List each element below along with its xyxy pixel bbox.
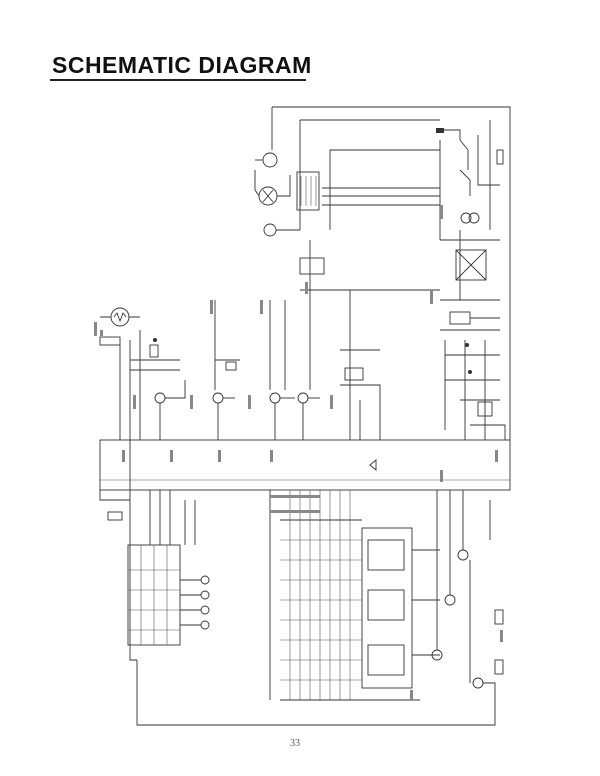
outer-wiring-frame (129, 106, 511, 726)
relay-switch-column (436, 128, 506, 440)
page-title: SCHEMATIC DIAGRAM (52, 52, 312, 78)
component-label-marks (94, 205, 503, 700)
page-number: 33 (290, 738, 300, 749)
transistor-driver-stages (154, 240, 440, 440)
heater-sensor-block (99, 307, 180, 440)
display-driver-ics (269, 490, 440, 701)
controller-bus (99, 439, 511, 501)
title-underline (50, 79, 306, 81)
key-matrix (107, 490, 210, 646)
output-loads (431, 490, 504, 690)
power-transformer-block (254, 149, 440, 237)
